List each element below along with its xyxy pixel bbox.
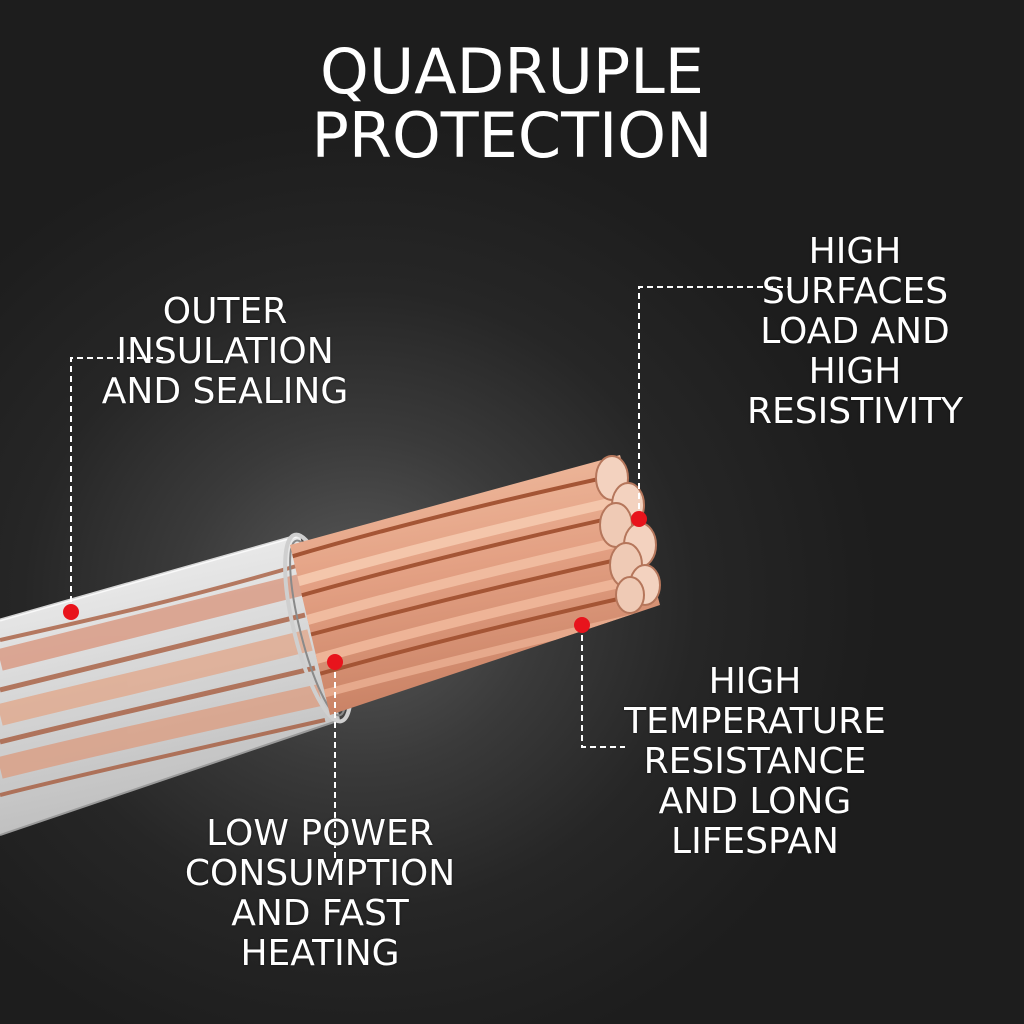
insulation-sleeve <box>0 532 353 836</box>
strand-ends <box>595 455 661 614</box>
marker-dot-surfaces <box>631 511 647 527</box>
leader-line-temperature <box>581 625 625 748</box>
callout-outer-insulation: OUTER INSULATION AND SEALING <box>90 292 360 412</box>
callout-line: LOAD AND <box>760 311 950 352</box>
marker-dot-temperature <box>574 617 590 633</box>
callout-line: SURFACES <box>761 271 949 312</box>
leader-line-outer <box>70 357 165 612</box>
callout-high-temperature: HIGH TEMPERATURE RESISTANCE AND LONG LIF… <box>600 662 910 862</box>
callout-line: HEATING <box>240 933 400 974</box>
title-line-1: QUADRUPLE <box>320 35 704 108</box>
callout-line: HIGH <box>708 661 802 702</box>
callout-low-power: LOW POWER CONSUMPTION AND FAST HEATING <box>175 814 465 974</box>
callout-line: AND SEALING <box>101 371 349 412</box>
callout-line: AND LONG <box>658 781 852 822</box>
callout-line: TEMPERATURE <box>624 701 886 742</box>
leader-line-surfaces <box>638 286 790 519</box>
callout-line: RESISTIVITY <box>747 391 963 432</box>
callout-line: LIFESPAN <box>671 821 839 862</box>
page-title: QUADRUPLE PROTECTION <box>0 40 1024 168</box>
leader-lines <box>70 286 790 861</box>
callout-line: AND FAST <box>231 893 409 934</box>
callout-line: HIGH <box>808 351 902 392</box>
marker-dots <box>63 511 647 670</box>
leader-line-low-power <box>334 662 345 861</box>
title-line-2: PROTECTION <box>311 99 713 172</box>
callout-line: CONSUMPTION <box>184 853 456 894</box>
marker-dot-low-power <box>327 654 343 670</box>
callout-high-surfaces: HIGH SURFACES LOAD AND HIGH RESISTIVITY <box>735 232 975 432</box>
callout-line: HIGH <box>808 231 902 272</box>
callout-line: RESISTANCE <box>643 741 867 782</box>
marker-dot-outer <box>63 604 79 620</box>
callout-line: LOW POWER <box>206 813 434 854</box>
copper-strands <box>290 455 661 715</box>
callout-line: OUTER <box>162 291 288 332</box>
callout-line: INSULATION <box>116 331 334 372</box>
